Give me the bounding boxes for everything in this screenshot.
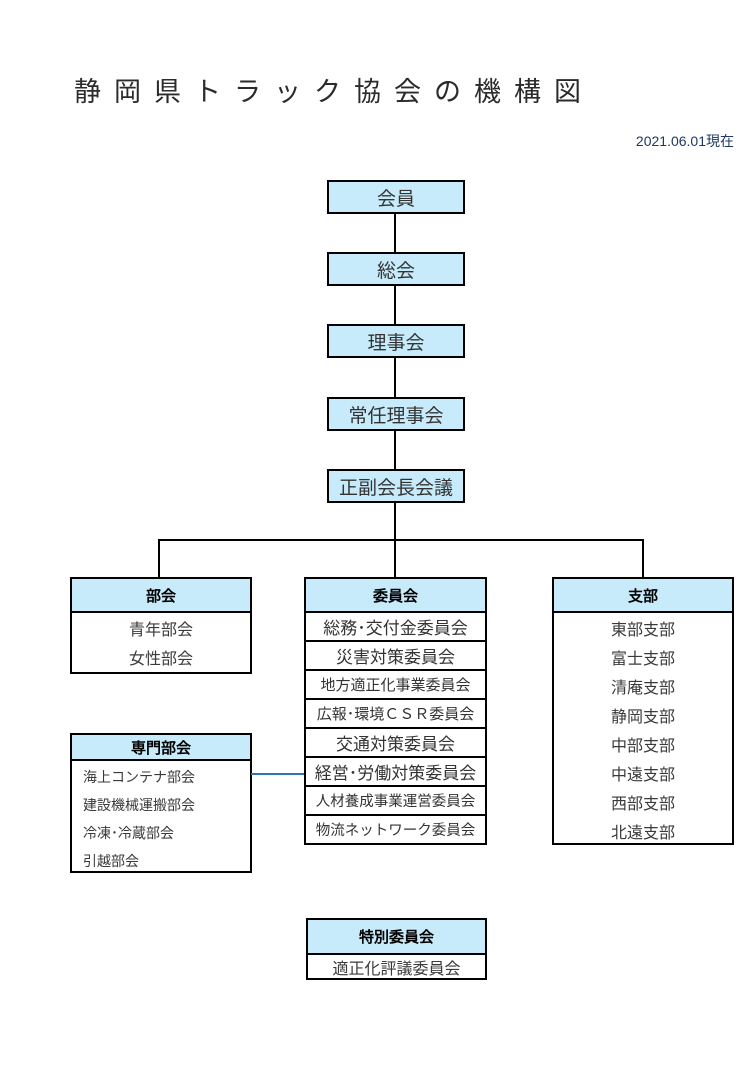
iinkai-row: 地方適正化事業委員会 bbox=[304, 669, 487, 700]
tokubetsu-row: 適正化評議委員会 bbox=[306, 953, 487, 980]
iinkai-row: 交通対策委員会 bbox=[304, 727, 487, 758]
group-list-bukai: 青年部会 女性部会 bbox=[70, 611, 252, 674]
list-item: 静岡支部 bbox=[610, 709, 675, 726]
list-item: 中遠支部 bbox=[610, 767, 675, 784]
chain-box-chairmen-meeting: 正副会長会議 bbox=[327, 469, 465, 503]
connector-drop-shibu bbox=[642, 539, 644, 577]
iinkai-row: 災害対策委員会 bbox=[304, 640, 487, 671]
chain-box-board-of-directors: 理事会 bbox=[327, 324, 465, 358]
iinkai-row: 経営･労働対策委員会 bbox=[304, 756, 487, 787]
connector-drop-bukai bbox=[158, 539, 160, 577]
group-header-tokubetsu-iinkai: 特別委員会 bbox=[306, 918, 487, 955]
group-list-senmon-bukai: 海上コンテナ部会 建設機械運搬部会 冷凍･冷蔵部会 引越部会 bbox=[70, 759, 252, 873]
connector-senmon-to-iinkai bbox=[251, 773, 306, 775]
page-title: 静岡県トラック協会の機構図 bbox=[74, 77, 594, 107]
list-item: 建設機械運搬部会 bbox=[83, 797, 195, 813]
group-list-shibu: 東部支部 富士支部 清庵支部 静岡支部 中部支部 中遠支部 西部支部 北遠支部 bbox=[552, 611, 734, 845]
connector-line bbox=[394, 431, 396, 469]
list-item: 清庵支部 bbox=[610, 680, 675, 697]
list-item: 青年部会 bbox=[128, 622, 193, 639]
iinkai-row: 物流ネットワーク委員会 bbox=[304, 814, 487, 845]
list-item: 中部支部 bbox=[610, 738, 675, 755]
list-item: 引越部会 bbox=[83, 853, 139, 869]
chain-box-members: 会員 bbox=[327, 180, 465, 214]
group-header-shibu: 支部 bbox=[552, 577, 734, 613]
chain-box-standing-board: 常任理事会 bbox=[327, 397, 465, 431]
list-item: 女性部会 bbox=[128, 651, 193, 668]
list-item: 海上コンテナ部会 bbox=[83, 769, 195, 785]
list-item: 東部支部 bbox=[610, 622, 675, 639]
group-header-senmon-bukai: 専門部会 bbox=[70, 733, 252, 761]
connector-line bbox=[394, 214, 396, 252]
connector-line bbox=[394, 286, 396, 324]
iinkai-row: 広報･環境ＣＳＲ委員会 bbox=[304, 698, 487, 729]
group-header-iinkai: 委員会 bbox=[304, 577, 487, 613]
group-header-bukai: 部会 bbox=[70, 577, 252, 613]
list-item: 西部支部 bbox=[610, 796, 675, 813]
iinkai-row: 総務･交付金委員会 bbox=[304, 611, 487, 642]
list-item: 冷凍･冷蔵部会 bbox=[83, 825, 174, 841]
connector-branch-horizontal bbox=[158, 539, 644, 541]
list-item: 北遠支部 bbox=[610, 825, 675, 842]
list-item: 富士支部 bbox=[610, 651, 675, 668]
connector-line bbox=[394, 358, 396, 397]
date-note: 2021.06.01現在 bbox=[635, 133, 734, 149]
chain-box-general-meeting: 総会 bbox=[327, 252, 465, 286]
iinkai-row: 人材養成事業運営委員会 bbox=[304, 785, 487, 816]
